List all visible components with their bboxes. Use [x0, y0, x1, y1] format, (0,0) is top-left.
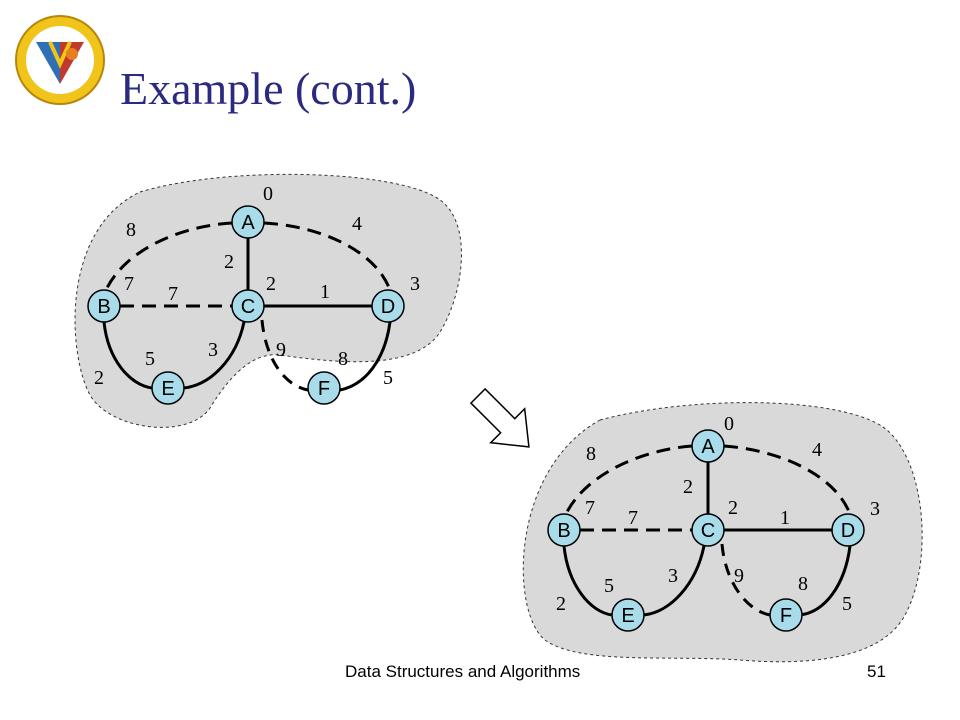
node-c: C: [691, 513, 725, 547]
edge-b-e: [562, 545, 613, 617]
cloud-region: [74, 173, 462, 428]
distance-b: 7: [124, 273, 134, 295]
node-d: D: [831, 513, 865, 547]
edge-b-e: [102, 321, 153, 390]
svg-text:F: F: [318, 378, 330, 400]
slide-footer: Data Structures and Algorithms: [345, 662, 581, 681]
svg-text:B: B: [97, 296, 110, 318]
institute-crest-icon: [15, 15, 105, 105]
svg-text:B: B: [557, 520, 570, 542]
distance-a: 0: [724, 413, 734, 435]
edge-a-d: [263, 221, 392, 291]
graph-2: A B C D E F 0 7 2 3 5 8 8 4 2 7 1 2 3 9 …: [522, 402, 923, 663]
node-f: F: [307, 371, 341, 405]
distance-b: 7: [585, 497, 595, 519]
edge-c-f: [260, 319, 309, 392]
edge-c-f: [720, 543, 771, 617]
distance-e: 5: [604, 575, 614, 597]
weight-c-e: 3: [208, 339, 218, 361]
edge-d-f: [339, 321, 392, 392]
svg-text:D: D: [381, 296, 395, 318]
node-e: E: [611, 598, 645, 632]
weight-b-c: 7: [168, 283, 178, 305]
node-f: F: [769, 598, 803, 632]
distance-c: 2: [266, 273, 276, 295]
graph-1: A B C D E F 0 7 2 3 5 8 8 4 2 7 1 2 3 9 …: [74, 173, 462, 428]
distance-d: 3: [410, 273, 420, 295]
weight-a-d: 4: [352, 213, 362, 235]
svg-text:A: A: [241, 212, 255, 234]
weight-a-c: 2: [683, 476, 693, 498]
distance-d: 3: [870, 498, 880, 520]
svg-text:C: C: [701, 520, 715, 542]
distance-e: 5: [145, 348, 155, 370]
weight-a-d: 4: [812, 439, 822, 461]
weight-c-d: 1: [320, 281, 330, 303]
svg-text:D: D: [841, 520, 855, 542]
svg-text:A: A: [701, 436, 715, 458]
edge-c-e: [643, 545, 706, 617]
weight-b-e: 2: [556, 593, 566, 615]
weight-c-d: 1: [780, 507, 790, 529]
svg-text:F: F: [780, 605, 792, 627]
weight-a-c: 2: [224, 251, 234, 273]
weight-d-f: 5: [842, 593, 852, 615]
edge-a-b: [564, 444, 693, 515]
slide-title: Example (cont.): [120, 63, 417, 114]
edge-c-e: [183, 321, 246, 390]
node-e: E: [151, 371, 185, 405]
edge-a-d: [723, 444, 852, 515]
edge-a-b: [104, 221, 233, 291]
node-b: B: [87, 289, 121, 323]
node-a: A: [231, 205, 265, 239]
node-c: C: [231, 289, 265, 323]
distance-a: 0: [263, 183, 273, 205]
distance-f: 8: [798, 573, 808, 595]
weight-a-b: 8: [586, 443, 596, 465]
weight-b-e: 2: [94, 367, 104, 389]
weight-c-f: 9: [734, 565, 744, 587]
hollow-arrow-down-right-icon: [469, 387, 530, 448]
weight-a-b: 8: [126, 219, 136, 241]
weight-d-f: 5: [383, 367, 393, 389]
node-b: B: [547, 513, 581, 547]
weight-c-f: 9: [276, 339, 286, 361]
node-d: D: [371, 289, 405, 323]
distance-f: 8: [338, 348, 348, 370]
node-a: A: [691, 429, 725, 463]
svg-text:E: E: [161, 378, 174, 400]
weight-c-e: 3: [668, 565, 678, 587]
page-number: 51: [867, 662, 886, 681]
svg-text:E: E: [621, 605, 634, 627]
weight-b-c: 7: [628, 507, 638, 529]
distance-c: 2: [728, 497, 738, 519]
svg-text:C: C: [241, 296, 255, 318]
edge-d-f: [799, 545, 852, 617]
